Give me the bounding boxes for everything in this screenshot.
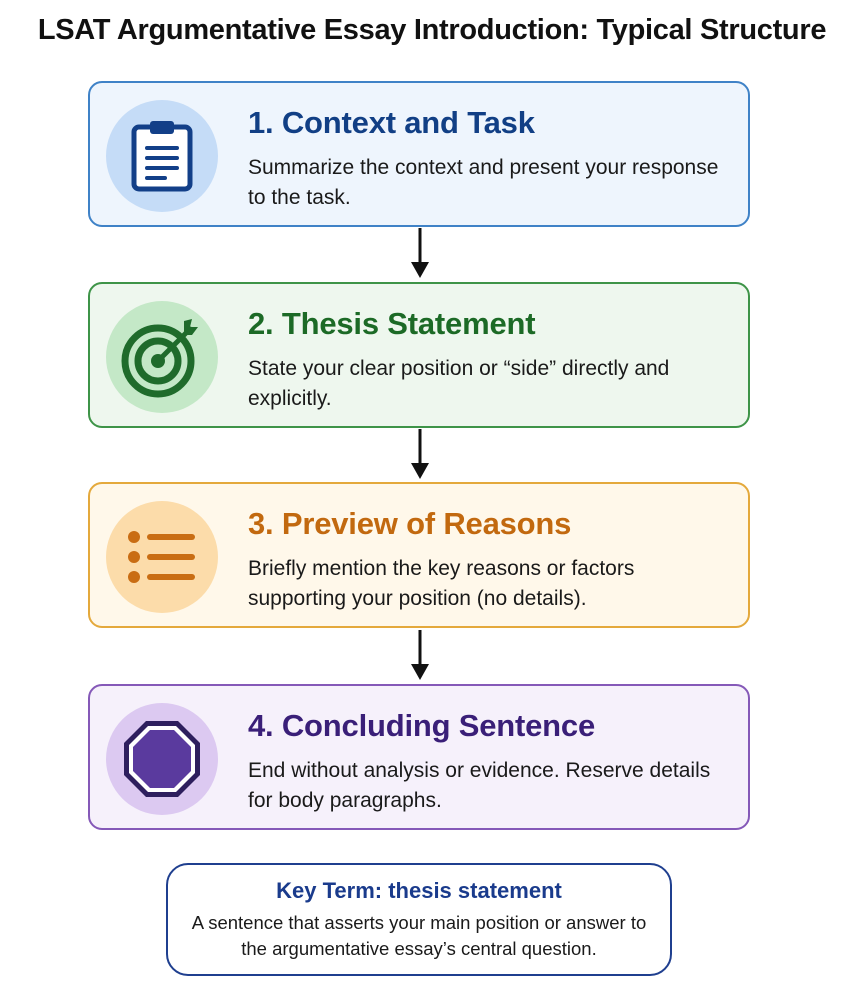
step-icon-circle bbox=[106, 703, 218, 815]
key-term-title: Key Term: thesis statement bbox=[276, 878, 562, 903]
step-card-concluding-sentence: 4. Concluding Sentence End without analy… bbox=[88, 684, 750, 830]
step-icon-circle bbox=[106, 301, 218, 413]
down-arrow-icon bbox=[411, 630, 429, 680]
step-heading: 2. Thesis Statement bbox=[248, 306, 536, 341]
step-card-thesis-statement: 2. Thesis Statement State your clear pos… bbox=[88, 282, 750, 428]
clipboard-icon bbox=[131, 121, 193, 192]
target-icon bbox=[121, 319, 198, 398]
key-term-description: A sentence that asserts your main positi… bbox=[191, 912, 647, 959]
step-icon-circle bbox=[106, 501, 218, 613]
step-icon-circle bbox=[106, 100, 218, 212]
step-heading: 3. Preview of Reasons bbox=[248, 506, 572, 541]
key-term-box: Key Term: thesis statement A sentence th… bbox=[166, 863, 672, 976]
down-arrow-icon bbox=[411, 228, 429, 278]
down-arrow-icon bbox=[411, 429, 429, 479]
stop-sign-icon bbox=[124, 721, 200, 797]
step-description: End without analysis or evidence. Reserv… bbox=[248, 759, 711, 812]
step-card-preview-of-reasons: 3. Preview of Reasons Briefly mention th… bbox=[88, 482, 750, 628]
step-description: Summarize the context and present your r… bbox=[248, 156, 719, 209]
step-heading: 4. Concluding Sentence bbox=[248, 708, 595, 743]
page-title: LSAT Argumentative Essay Introduction: T… bbox=[37, 14, 827, 46]
step-card-context-and-task: 1. Context and Task Summarize the contex… bbox=[88, 81, 750, 227]
step-heading: 1. Context and Task bbox=[248, 105, 535, 140]
step-description: Briefly mention the key reasons or facto… bbox=[248, 557, 635, 610]
list-icon bbox=[128, 531, 195, 583]
step-description: State your clear position or “side” dire… bbox=[248, 357, 670, 410]
